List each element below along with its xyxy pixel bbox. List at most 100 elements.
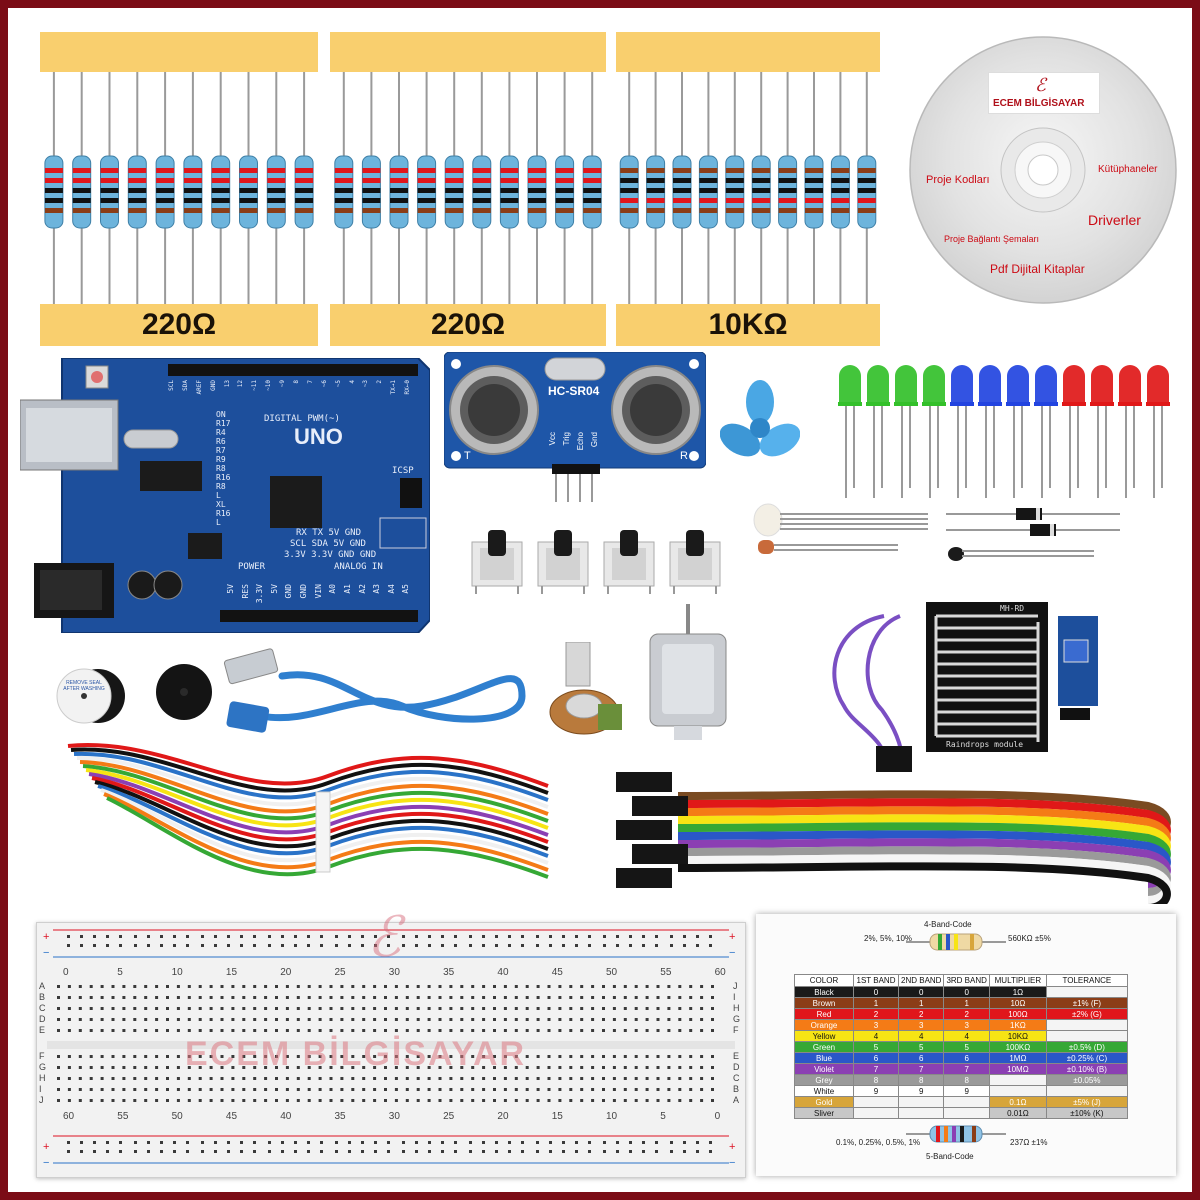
column-number: 60 — [63, 1111, 75, 1122]
tactile-button — [669, 530, 721, 594]
header-row: SCL SDA 5V GND — [290, 539, 366, 549]
ribbon-cable — [616, 772, 1171, 904]
table-cell — [853, 1096, 899, 1108]
passive-buzzer-icon — [156, 664, 212, 720]
five-band-title: 5-Band-Code — [926, 1152, 974, 1161]
resistor — [72, 72, 92, 304]
pin-label: RX←0 — [404, 380, 412, 395]
resistor — [294, 72, 314, 304]
table-cell: ±0.10% (B) — [1045, 1063, 1128, 1075]
table-row: Gold 0.1Ω±5% (J) — [794, 1096, 1128, 1108]
table-cell — [943, 1096, 990, 1108]
table-header: TOLERANCE — [1045, 974, 1128, 987]
resistor — [334, 72, 354, 304]
column-number: 25 — [334, 967, 346, 978]
resistor — [725, 72, 745, 304]
pin-label: ~9 — [279, 380, 287, 388]
led — [950, 365, 974, 498]
table-cell: 0.1Ω — [988, 1096, 1047, 1108]
column-number: 30 — [388, 1111, 400, 1122]
pin-label: R17 — [216, 419, 231, 428]
table-header: 3RD BAND — [943, 974, 990, 987]
cd-logo-box: ℰ ECEM BİLGİSAYAR — [988, 72, 1100, 114]
pin-label: SDA — [181, 380, 189, 391]
resistor — [646, 72, 666, 304]
cable-tie — [315, 791, 331, 873]
rain-module-graphic — [832, 602, 1098, 772]
row-letter: A — [39, 981, 46, 991]
table-cell: 5 — [943, 1041, 990, 1053]
table-cell: Sliver — [794, 1107, 854, 1119]
resistor — [472, 72, 492, 304]
tactile-button — [471, 530, 523, 594]
pin-label: A1 — [342, 584, 352, 594]
dupont-connector — [632, 796, 688, 816]
row-letter: F — [733, 1025, 739, 1035]
pin-label: ~6 — [320, 380, 328, 388]
dupont-connector — [616, 820, 672, 840]
column-number: 10 — [171, 967, 183, 978]
sensor-model: HC-SR04 — [548, 384, 600, 398]
table-cell — [1045, 1030, 1128, 1042]
led — [1146, 365, 1170, 498]
resistor-value-label: 220Ω — [40, 304, 318, 346]
table-cell: Orange — [794, 1019, 854, 1031]
cd-brand: ECEM BİLGİSAYAR — [993, 98, 1085, 109]
row-letter: A — [733, 1095, 740, 1105]
column-number: 45 — [225, 1111, 238, 1122]
rail-plus-label: + — [729, 931, 736, 943]
column-number: 40 — [280, 1111, 292, 1122]
column-number: 0 — [63, 967, 69, 978]
table-cell: 2 — [853, 1008, 899, 1020]
table-cell: 0 — [853, 986, 899, 998]
row-letter: G — [39, 1062, 47, 1072]
buzzer-icon — [56, 668, 125, 724]
table-cell: Gold — [794, 1096, 854, 1108]
resistor — [183, 72, 203, 304]
table-cell: 9 — [853, 1085, 899, 1097]
sensor-pin-label: Vcc — [548, 432, 557, 446]
table-cell — [1045, 1019, 1128, 1031]
pin-label: 3.3V — [255, 584, 265, 604]
table-cell — [1045, 986, 1128, 998]
table-cell: 8 — [943, 1074, 990, 1086]
table-cell — [988, 1085, 1047, 1097]
table-cell: 1Ω — [988, 986, 1047, 998]
table-cell — [1045, 1085, 1128, 1097]
table-cell: Brown — [794, 997, 854, 1009]
table-cell: ±5% (J) — [1045, 1096, 1128, 1108]
pin-label: L — [216, 518, 221, 527]
five-band-example: 237Ω ±1% — [1010, 1138, 1048, 1147]
rain-module-label: Raindrops module — [946, 740, 1024, 749]
table-cell: 1 — [853, 997, 899, 1009]
pin-label: L — [216, 491, 221, 500]
tactile-button — [537, 530, 589, 594]
dupont-connector — [632, 844, 688, 864]
rail-plus-label: + — [43, 931, 50, 943]
rail-minus-label: − — [43, 947, 50, 959]
pin-label: 4 — [348, 380, 356, 384]
table-cell: 3 — [853, 1019, 899, 1031]
column-number: 55 — [117, 1111, 129, 1122]
row-letter: C — [733, 1073, 740, 1083]
row-letter: B — [733, 1084, 740, 1094]
table-cell: White — [794, 1085, 854, 1097]
row-letter: I — [39, 1084, 42, 1094]
cd-item-baglanti-semalari: Proje Bağlantı Şemaları — [944, 234, 1040, 244]
cd-item-proje-kodlari: Proje Kodları — [926, 174, 990, 186]
pin-label: XL — [216, 500, 226, 509]
resistor-pack: 220Ω — [330, 22, 606, 346]
pin-label: ~5 — [334, 380, 342, 388]
pin-label: ~10 — [265, 380, 273, 391]
column-number: 20 — [497, 1111, 509, 1122]
rain-module-code: MH-RD — [1000, 604, 1025, 613]
resistor-tape-top — [330, 32, 606, 72]
led — [1118, 365, 1142, 498]
row-letter: G — [733, 1014, 741, 1024]
jumper-wire — [73, 751, 549, 802]
